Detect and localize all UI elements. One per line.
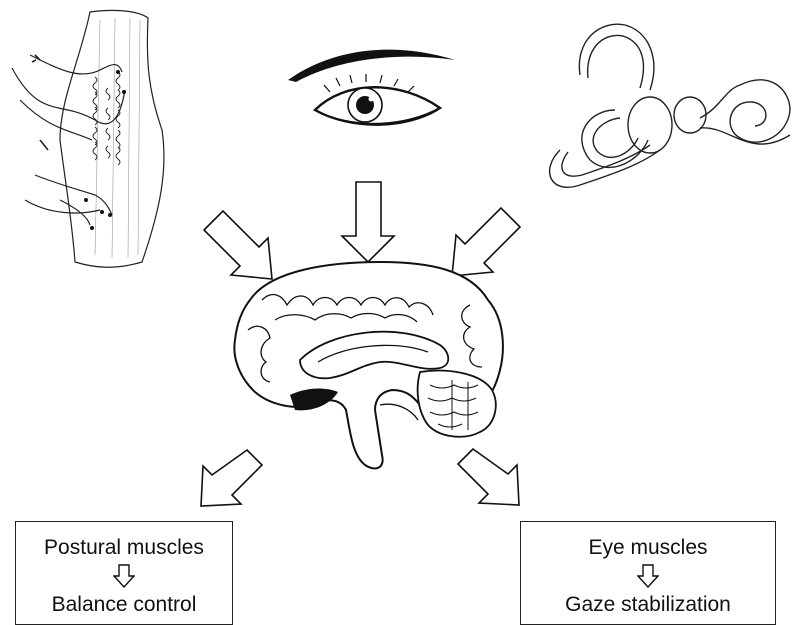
gaze-stabilization-label: Gaze stabilization [521, 593, 775, 617]
arrow-muscle-to-brain [204, 211, 272, 279]
down-arrow-icon [637, 564, 659, 588]
arrow-eye-to-brain [342, 182, 394, 262]
arrow-brain-to-eye-muscles [458, 449, 519, 505]
eye-muscles-box: Eye muscles Gaze stabilization [520, 521, 776, 625]
inner-ear-icon [550, 24, 790, 187]
eye-muscles-label: Eye muscles [521, 536, 775, 560]
eye-icon [288, 50, 455, 126]
muscle-spindle-icon [12, 10, 164, 267]
postural-box: Postural muscles Balance control [15, 521, 233, 625]
brain-icon [234, 262, 503, 468]
balance-control-label: Balance control [16, 593, 232, 617]
arrow-ear-to-brain [452, 208, 520, 276]
down-arrow-icon [113, 564, 135, 588]
postural-muscles-label: Postural muscles [16, 536, 232, 560]
arrow-brain-to-postural [201, 450, 262, 506]
